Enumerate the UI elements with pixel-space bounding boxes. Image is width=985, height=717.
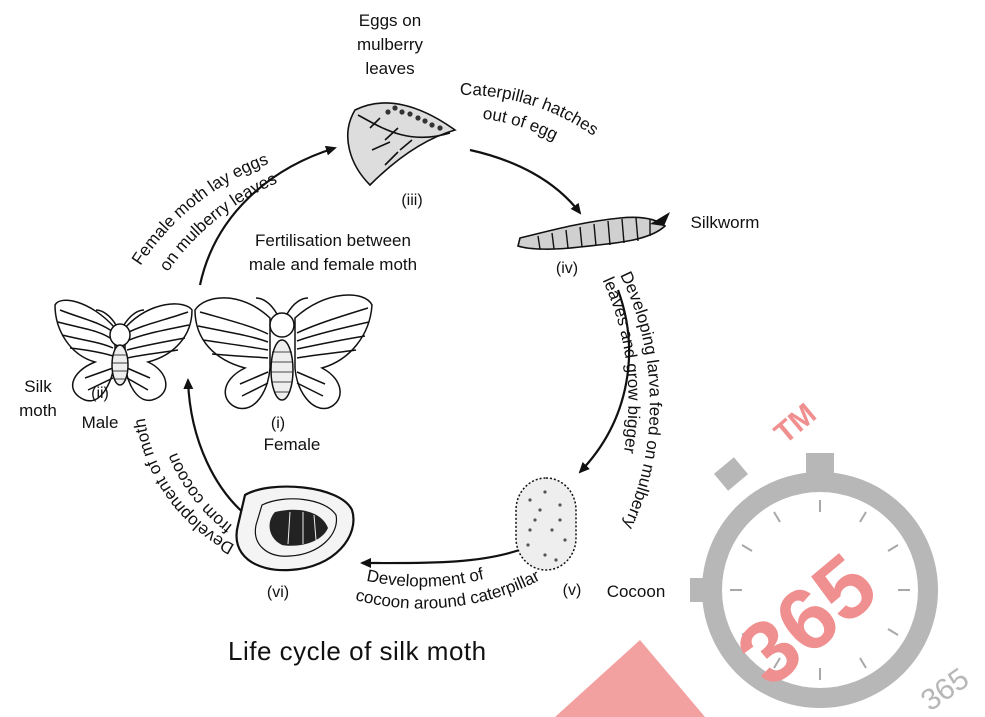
cocoon-stage-number: (v) [563,582,582,599]
lay-eggs-label-line1: Female moth lay eggs [128,149,271,268]
cocoon-illustration [516,478,576,570]
silkworm-stage-number: (iv) [556,260,578,277]
eggs-label-line2: mulberry [357,35,424,54]
eggs-on-leaf-illustration [348,103,455,185]
watermark: TM 365 365 [555,397,975,717]
male-stage-number: (ii) [91,385,109,402]
male-label: Male [82,413,119,432]
eggs-stage-number: (iii) [401,192,422,209]
diagram-title: Life cycle of silk moth [228,636,487,666]
watermark-trademark: TM [768,397,822,450]
cocoon-development-label-line1: Development of [365,564,485,590]
watermark-number-small: 365 [915,662,975,717]
arrow-cocoon-to-pupa [362,548,525,563]
fertilisation-label-line1: Fertilisation between [255,231,411,250]
silkworm-illustration [518,212,670,249]
female-moth-illustration [195,295,372,409]
pupa-stage-number: (vi) [267,584,289,601]
fertilisation-label-line2: male and female moth [249,255,417,274]
cocoon-label: Cocoon [607,582,666,601]
eggs-label-line3: leaves [365,59,414,78]
male-moth-illustration [55,300,192,401]
silkworm-label: Silkworm [691,213,760,232]
arrow-eggs-to-silkworm [470,150,580,213]
female-stage-number: (i) [271,415,285,432]
pupa-in-cocoon-illustration [237,487,354,571]
eggs-label-line1: Eggs on [359,11,421,30]
silk-moth-label-line1: Silk [24,377,52,396]
silk-moth-label-line2: moth [19,401,57,420]
brand-logo-shape [555,640,705,717]
female-label: Female [264,435,321,454]
